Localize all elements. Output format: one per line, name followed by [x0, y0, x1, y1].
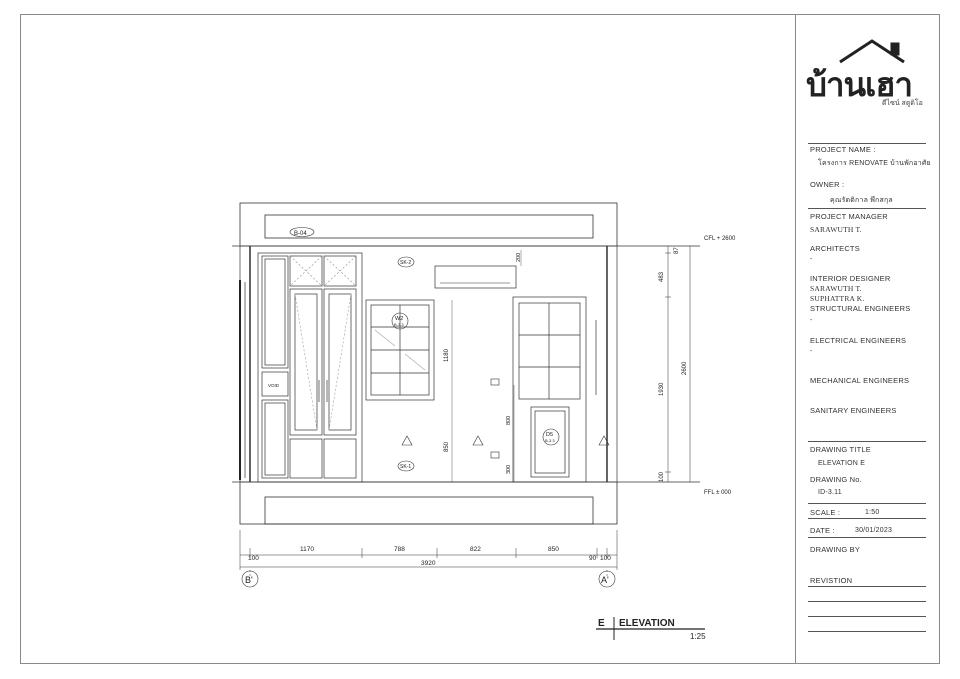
rule — [808, 143, 926, 144]
grid-right: A' — [601, 575, 609, 585]
project-name-label: PROJECT NAME : — [810, 145, 876, 154]
door-d5 — [512, 296, 597, 483]
dim-bottom-1: 100 — [248, 555, 259, 562]
rule — [808, 441, 926, 442]
logo-brand: บ้านเฮา — [806, 65, 913, 104]
grid-left: B' — [245, 575, 253, 585]
window-w2 — [365, 299, 435, 401]
rule — [808, 208, 926, 209]
rule — [808, 601, 926, 602]
sanitary-label: SANITARY ENGINEERS — [810, 406, 897, 415]
scale-label: SCALE : — [810, 508, 841, 517]
dim-right-2: 483 — [659, 271, 665, 282]
interior-designer-2: SUPHATTRA K. — [810, 294, 865, 303]
architects-label: ARCHITECTS — [810, 244, 860, 253]
dim-right-1: 87 — [674, 247, 680, 254]
dim-right-5: 100 — [659, 471, 665, 482]
structural-label: STRUCTURAL ENGINEERS — [810, 304, 911, 313]
dim-right-4: 2600 — [682, 361, 688, 375]
dim-bottom-7: 100 — [600, 555, 611, 562]
grid-bubble-left — [241, 570, 259, 588]
tag-door-sub: B-3.3 — [545, 438, 555, 443]
drawing-title-label: DRAWING TITLE — [810, 445, 871, 454]
void-label: VOID — [268, 383, 280, 388]
dim-sill: 850 — [444, 441, 450, 452]
project-manager-label: PROJECT MANAGER — [810, 212, 888, 221]
rule — [808, 537, 926, 538]
date-label: DATE : — [810, 526, 835, 535]
tag-sk2: SK-2 — [400, 260, 411, 266]
elevation-letter: E — [598, 618, 605, 629]
project-manager: SARAWUTH T. — [810, 225, 862, 234]
drawing-no: ID-3.11 — [818, 489, 842, 496]
drawing-title: ELEVATION E — [818, 460, 866, 467]
date-value: 30/01/2023 — [855, 527, 893, 534]
structural: - — [810, 317, 813, 324]
logo-sub: ดีไซน์ สตูดิโอ — [882, 100, 923, 107]
interior-designer-label: INTERIOR DESIGNER — [810, 274, 891, 283]
drawing-by-label: DRAWING BY — [810, 545, 861, 554]
sheet-border — [20, 14, 940, 664]
project-name: โครงการ RENOVATE บ้านพักอาศัย — [818, 160, 931, 167]
rule — [808, 518, 926, 519]
owner: คุณรัตติกาล พึกสกุล — [830, 197, 893, 204]
revision-label: REVISTION — [810, 576, 853, 585]
dim-ac: 200 — [516, 253, 522, 262]
cfl-label: CFL + 2600 — [704, 236, 736, 242]
wardrobe — [239, 252, 363, 483]
tag-window-sub: B-3.3 — [394, 322, 404, 327]
title-block-divider — [795, 14, 796, 664]
ffl-label: FFL ± 000 — [704, 490, 732, 496]
tag-window: W2 — [395, 316, 403, 322]
dim-bottom-5: 850 — [548, 546, 559, 553]
electrical-label: ELECTRICAL ENGINEERS — [810, 336, 907, 345]
electrical: - — [810, 348, 813, 355]
elevation-title: ELEVATION — [619, 618, 675, 629]
rule — [808, 616, 926, 617]
dim-bottom-2: 1170 — [300, 546, 314, 553]
mechanical-label: MECHANICAL ENGINEERS — [810, 376, 910, 385]
grid-bubble-right — [598, 570, 616, 588]
elevation-scale: 1:25 — [690, 632, 706, 641]
drawing-no-label: DRAWING No. — [810, 475, 862, 484]
dim-bottom-4: 822 — [470, 546, 481, 553]
tag-door: D5 — [546, 432, 553, 438]
architects: - — [810, 256, 813, 263]
owner-label: OWNER : — [810, 180, 845, 189]
logo-roof-icon — [839, 39, 905, 64]
tag-cabinet: B-04 — [294, 231, 307, 237]
dim-socket: 300 — [506, 465, 512, 474]
elevation-frame — [239, 202, 618, 525]
dim-bottom-3: 788 — [394, 546, 405, 553]
dim-window-h: 1180 — [444, 348, 450, 362]
dim-switch: 800 — [506, 416, 512, 425]
scale-value: 1:50 — [865, 509, 880, 516]
dim-right-3: 1930 — [659, 382, 665, 396]
dim-total: 3920 — [421, 560, 436, 567]
air-conditioner — [434, 265, 517, 289]
rule — [808, 631, 926, 632]
dim-bottom-6: 90 — [589, 555, 597, 562]
interior-designer-1: SARAWUTH T. — [810, 284, 862, 293]
rule — [808, 503, 926, 504]
tag-sk1: SK-1 — [400, 464, 411, 470]
rule — [808, 586, 926, 587]
